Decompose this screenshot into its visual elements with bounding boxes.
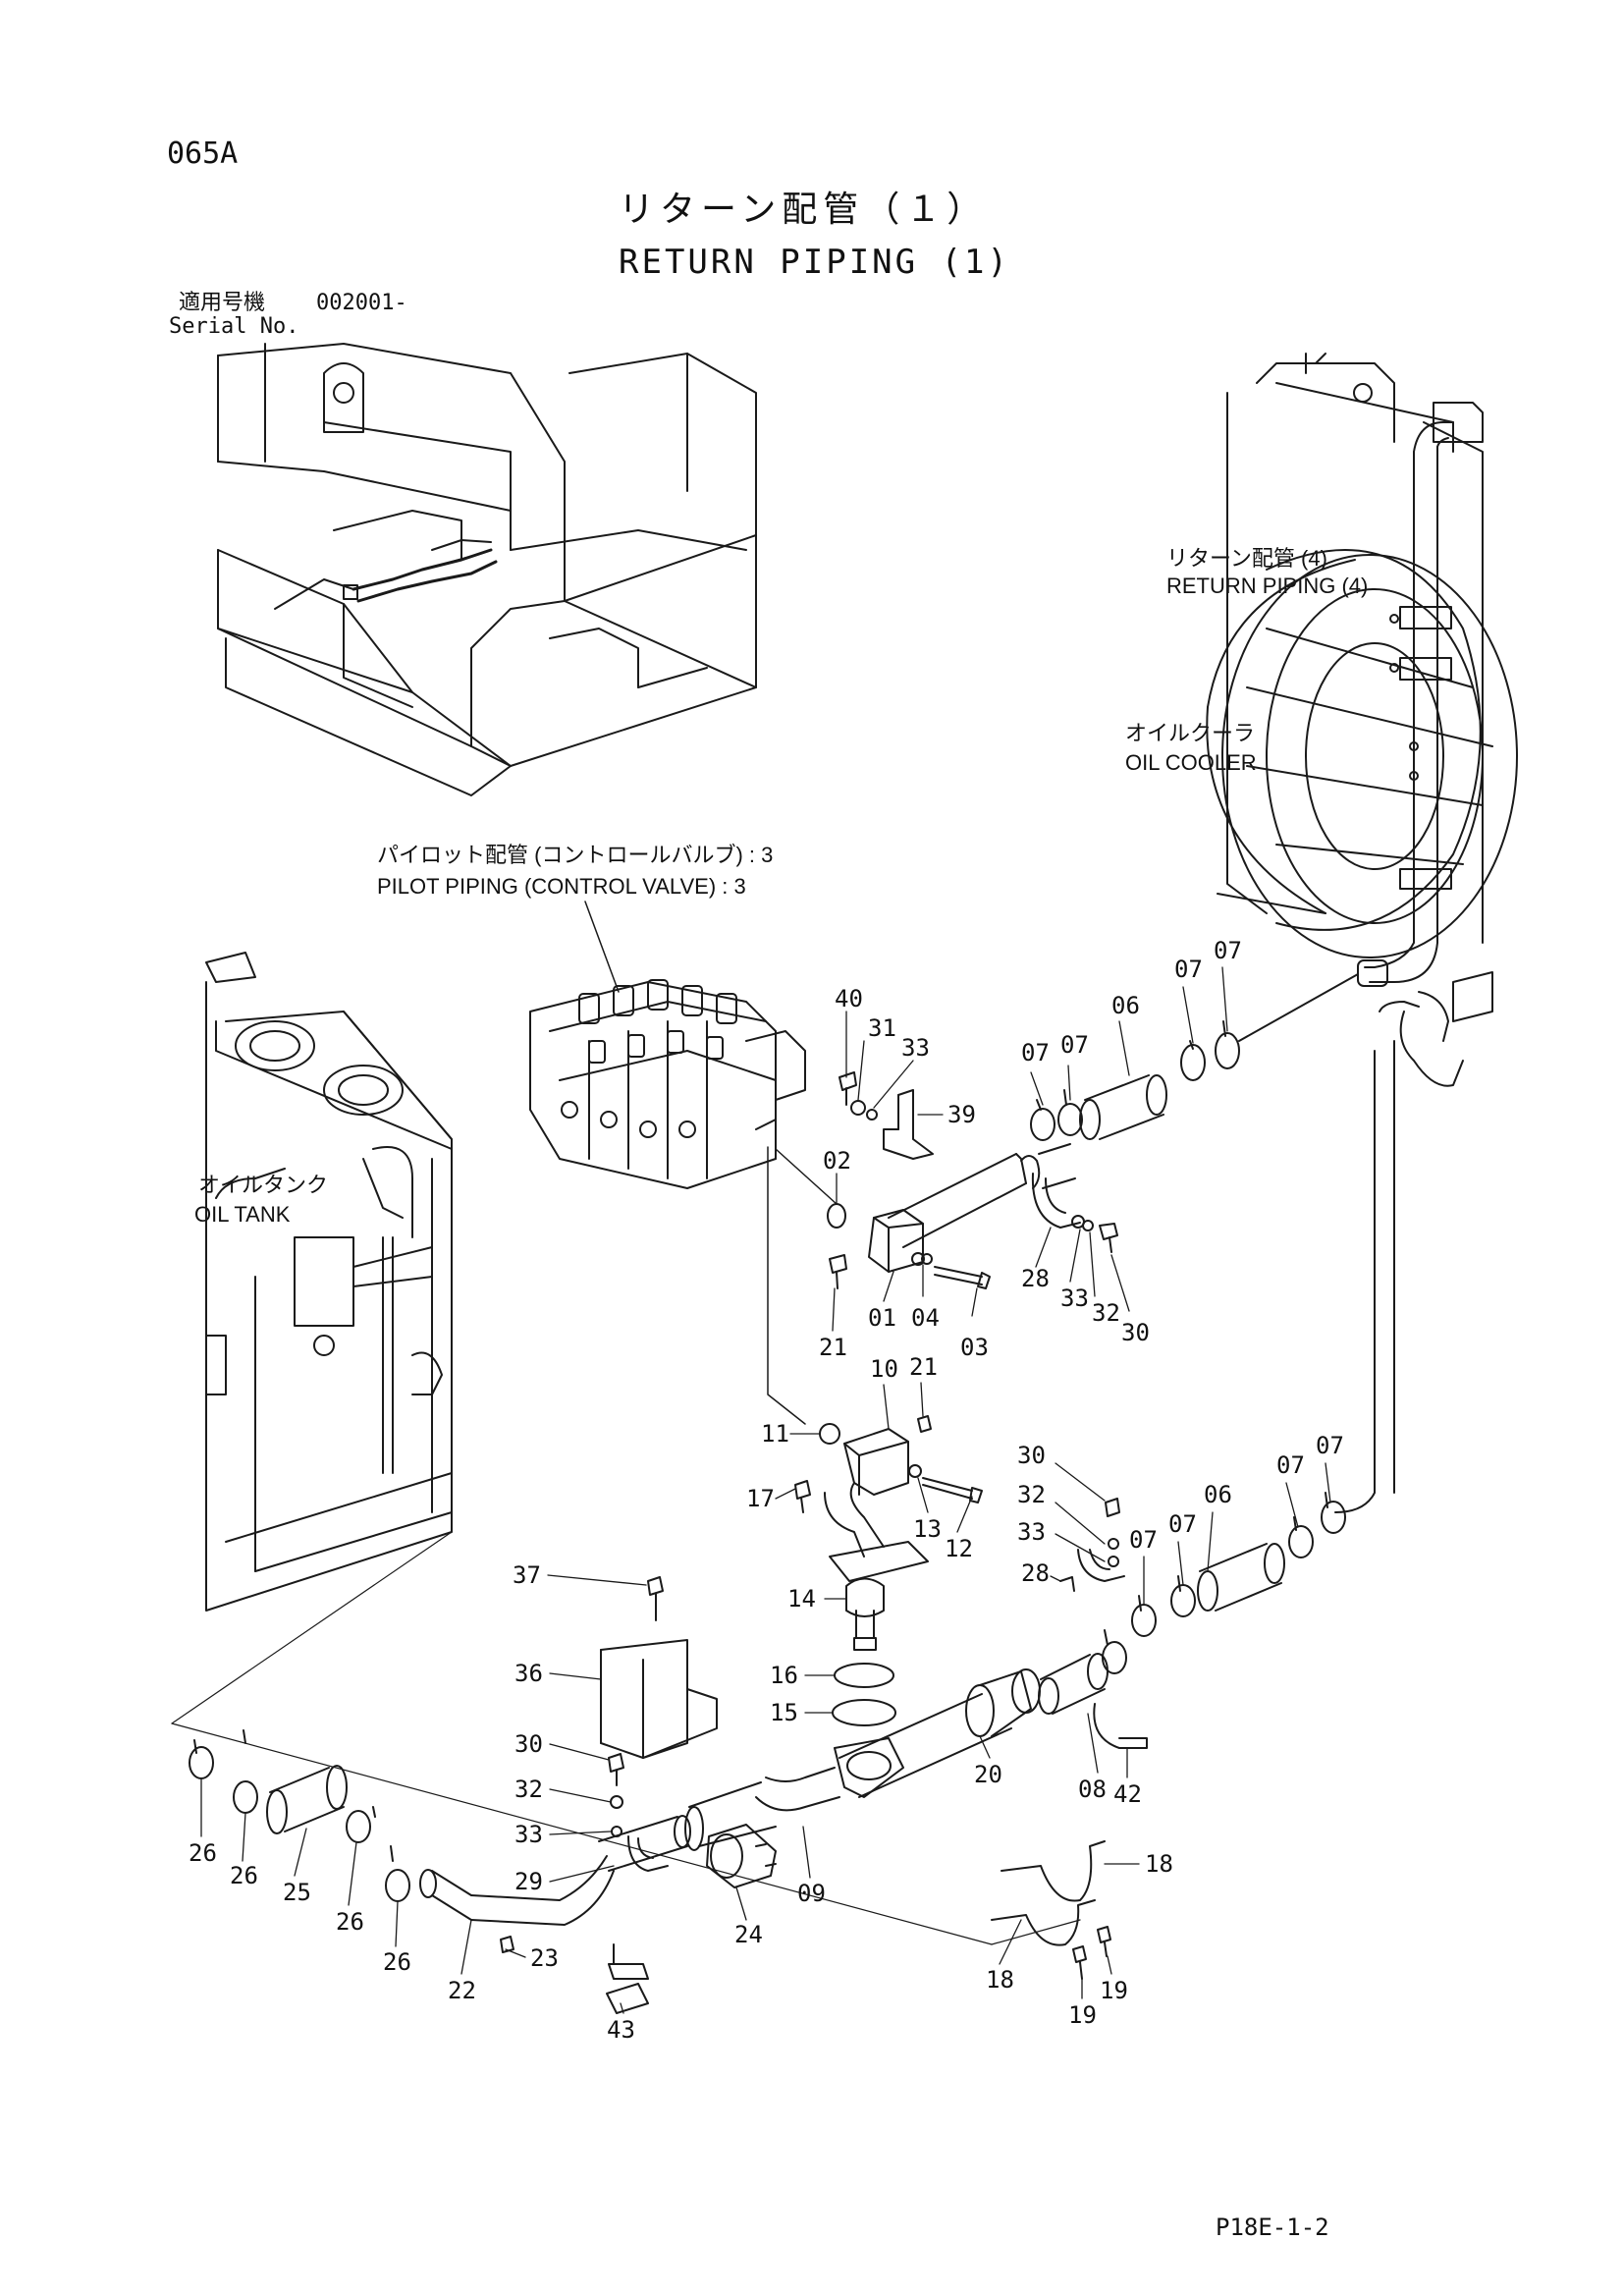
part-number: 23 <box>530 1944 559 1972</box>
part-number: 32 <box>514 1776 543 1803</box>
part-number: 32 <box>1017 1481 1046 1508</box>
part-number: 43 <box>607 2016 635 2044</box>
pilot-piping-label-jp: パイロット配管 (コントロールバルブ) : 3 <box>377 843 774 867</box>
part-number: 03 <box>960 1334 989 1361</box>
leader-lines <box>200 966 1331 2014</box>
part-number: 40 <box>835 985 863 1012</box>
part-number: 30 <box>1121 1319 1150 1346</box>
page-title-jp: リターン配管（１） <box>619 190 989 230</box>
part-number: 14 <box>787 1585 816 1613</box>
part-number: 20 <box>974 1761 1002 1788</box>
part-number: 42 <box>1113 1780 1142 1808</box>
page-reference: P18E-1-2 <box>1216 2214 1329 2241</box>
part-number: 39 <box>947 1101 976 1128</box>
part-number: 08 <box>1078 1776 1107 1803</box>
part-number: 36 <box>514 1660 543 1687</box>
part-number: 10 <box>870 1355 898 1383</box>
part-number: 07 <box>1060 1031 1089 1059</box>
part-number: 16 <box>770 1662 798 1689</box>
part-number: 26 <box>336 1908 364 1936</box>
part-number: 25 <box>283 1879 311 1906</box>
part-number: 29 <box>514 1868 543 1895</box>
serial-from: 002001- <box>316 291 407 315</box>
part-number: 15 <box>770 1699 798 1726</box>
part-number-labels: 40 31 33 39 02 01 04 03 21 28 33 32 30 0… <box>189 937 1344 2044</box>
part-number: 31 <box>868 1014 896 1042</box>
part-number: 07 <box>1214 937 1242 964</box>
part-number: 04 <box>911 1304 940 1332</box>
part-number: 19 <box>1100 1977 1128 2004</box>
oil-cooler-illustration <box>1206 353 1518 1513</box>
part-number: 22 <box>448 1977 476 2004</box>
part-number: 07 <box>1129 1526 1158 1554</box>
control-valve-illustration <box>529 901 806 1189</box>
part-number: 07 <box>1168 1510 1197 1538</box>
part-number: 07 <box>1174 956 1203 983</box>
part-number: 07 <box>1316 1432 1344 1459</box>
part-number: 12 <box>945 1535 973 1562</box>
part-number: 01 <box>868 1304 896 1332</box>
serial-label-en: Serial No. <box>169 314 299 339</box>
part-number: 24 <box>734 1921 763 1948</box>
oil-tank-label-en: OIL TANK <box>194 1202 291 1227</box>
part-number: 07 <box>1276 1451 1305 1479</box>
part-number: 33 <box>1017 1518 1046 1546</box>
oil-tank-illustration <box>205 952 453 1612</box>
part-number: 37 <box>513 1561 541 1589</box>
part-number: 33 <box>901 1034 930 1062</box>
part-number: 33 <box>514 1821 543 1848</box>
part-number: 17 <box>746 1485 775 1512</box>
part-number: 02 <box>823 1147 851 1175</box>
part-number: 18 <box>1145 1850 1173 1878</box>
part-number: 26 <box>230 1862 258 1889</box>
part-number: 33 <box>1060 1285 1089 1312</box>
part-number: 28 <box>1021 1265 1050 1292</box>
machine-overview-illustration <box>217 343 757 796</box>
return-piping-4-label-en: RETURN PIPING (4) <box>1166 574 1369 598</box>
page-title-en: RETURN PIPING (1) <box>619 243 1010 282</box>
pipe-assembly-illustration <box>171 973 1359 2014</box>
serial-label-jp: 適用号機 <box>179 291 266 315</box>
part-number: 13 <box>913 1515 942 1543</box>
part-number: 07 <box>1021 1039 1050 1066</box>
part-number: 21 <box>909 1353 938 1381</box>
part-number: 32 <box>1092 1299 1120 1327</box>
part-number: 30 <box>514 1730 543 1758</box>
oil-tank-label-jp: オイルタンク <box>198 1173 329 1197</box>
part-number: 06 <box>1204 1481 1232 1508</box>
part-number: 19 <box>1068 2001 1097 2029</box>
part-number: 18 <box>986 1966 1014 1994</box>
part-number: 26 <box>189 1839 217 1867</box>
return-piping-4-label-jp: リターン配管 (4) <box>1166 546 1327 571</box>
part-number: 21 <box>819 1334 847 1361</box>
oil-cooler-label-en: OIL COOLER <box>1125 750 1257 775</box>
part-number: 30 <box>1017 1442 1046 1469</box>
part-number: 06 <box>1111 992 1140 1019</box>
pilot-piping-label-en: PILOT PIPING (CONTROL VALVE) : 3 <box>377 874 746 899</box>
part-number: 26 <box>383 1948 411 1976</box>
part-number: 11 <box>761 1420 789 1448</box>
part-number: 28 <box>1021 1559 1050 1587</box>
part-number: 09 <box>797 1880 826 1907</box>
page-code: 065A <box>167 137 239 171</box>
